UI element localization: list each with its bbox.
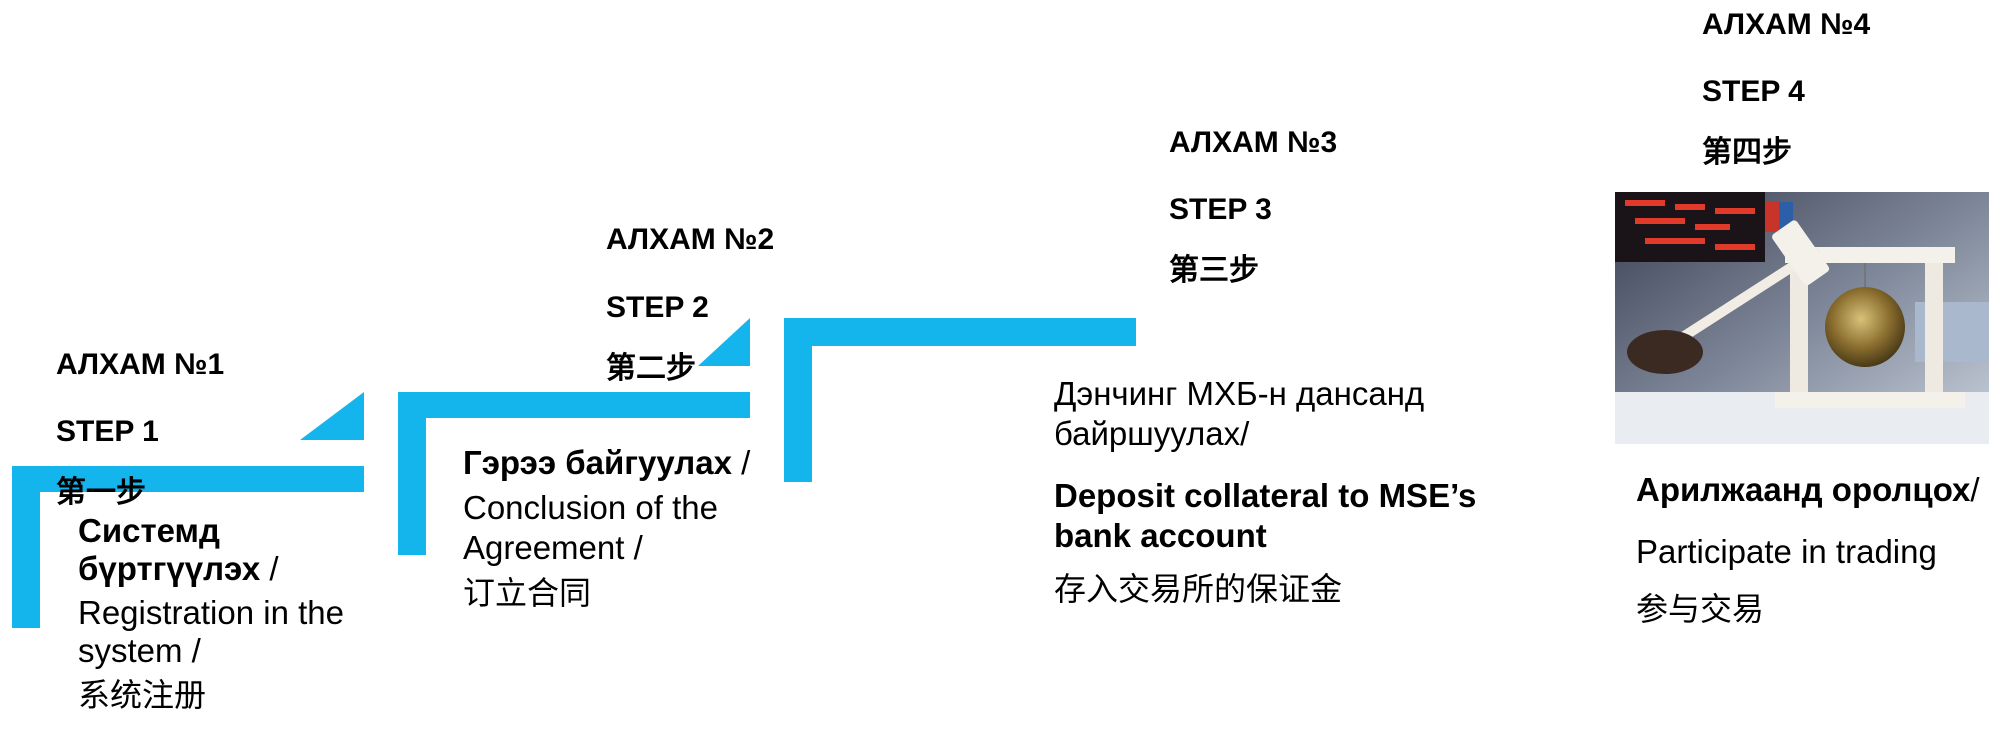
step-2-action-en: Conclusion of the Agreement /	[463, 489, 718, 566]
step-1-separator: /	[260, 550, 279, 587]
step-2-description: Гэрээ байгуулах / Conclusion of the Agre…	[463, 444, 763, 612]
step-2-number: АЛХАМ №2	[606, 223, 775, 256]
stair-step-3	[784, 318, 1136, 482]
step-1-number: АЛХАМ №1	[56, 348, 225, 381]
step-3-label-zh: 第三步	[1169, 253, 1259, 288]
step-2-action-mn: Гэрээ байгуулах	[463, 444, 732, 481]
step-1-action-en: Registration in the system /	[78, 594, 344, 669]
stair-step-1	[12, 392, 364, 628]
step-4-separator: /	[1970, 471, 1980, 508]
step-4-action-mn: Арилжаанд оролцох	[1636, 471, 1971, 508]
step-3-label-en: STEP 3	[1169, 193, 1272, 226]
trading-bell-photo	[1615, 192, 1989, 444]
step-3-description: Дэнчинг МХБ-н дансанд байршуулах/ Deposi…	[1054, 374, 1484, 608]
step-2-separator: /	[731, 444, 751, 481]
step-4-label-zh: 第四步	[1702, 135, 1792, 170]
step-1-action-zh: 系统注册	[78, 676, 207, 714]
step-1-label-en: STEP 1	[56, 415, 159, 448]
step-4-number: АЛХАМ №4	[1702, 8, 1871, 41]
step-4-description: Арилжаанд оролцох/ Participate in tradin…	[1636, 470, 1986, 628]
step-3-number: АЛХАМ №3	[1169, 126, 1338, 159]
step-1-action-mn: Системд бүртгүүлэх	[78, 512, 261, 587]
trading-bell-icon	[1615, 192, 1989, 444]
step-4-action-zh: 参与交易	[1636, 590, 1765, 628]
step-1-description: Системд бүртгүүлэх / Registration in the…	[78, 512, 378, 714]
step-3-action-en: Deposit collateral to MSE’s bank account	[1054, 477, 1477, 554]
step-2-label-en: STEP 2	[606, 291, 709, 324]
stair-step-2	[398, 318, 750, 555]
step-1-label-zh: 第一步	[56, 475, 146, 510]
step-4-action-en: Participate in trading	[1636, 533, 1937, 570]
step-2-action-zh: 订立合同	[463, 574, 592, 612]
step-3-action-mn: Дэнчинг МХБ-н дансанд байршуулах/	[1054, 375, 1425, 452]
step-3-action-zh: 存入交易所的保证金	[1054, 570, 1343, 608]
step-4-label-en: STEP 4	[1702, 75, 1805, 108]
step-2-label-zh: 第二步	[606, 351, 696, 386]
